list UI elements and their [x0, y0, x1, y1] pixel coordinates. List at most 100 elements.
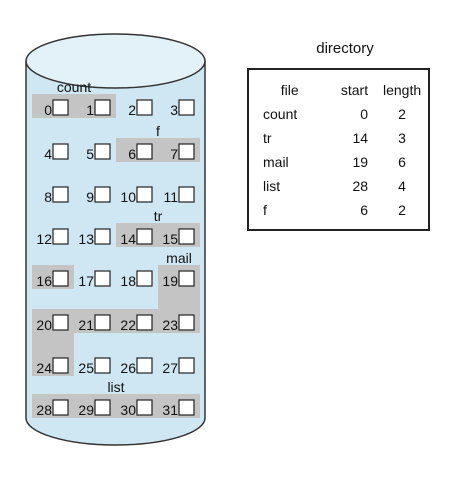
block-number: 28 — [36, 402, 52, 418]
row-length: 2 — [398, 106, 406, 122]
block-number: 3 — [170, 102, 178, 118]
block-number: 18 — [120, 273, 136, 289]
block-box — [94, 399, 111, 416]
block-number: 20 — [36, 317, 52, 333]
block-number: 1 — [86, 102, 94, 118]
block-box — [136, 270, 153, 287]
block-box — [178, 314, 195, 331]
file-labels: count tr mail list f — [57, 79, 192, 395]
block-box — [178, 270, 195, 287]
block-number: 27 — [162, 360, 178, 376]
directory-row: count 0 2 — [253, 102, 428, 126]
allocated-block-shade — [158, 285, 200, 309]
block-number: 21 — [78, 317, 94, 333]
header-start: start — [340, 82, 369, 98]
block-number: 31 — [162, 402, 178, 418]
block-box — [52, 314, 69, 331]
block-box — [94, 228, 111, 245]
block-box — [94, 99, 111, 116]
block-box — [136, 399, 153, 416]
row-file: list — [263, 178, 281, 194]
block-box — [136, 186, 153, 203]
directory-table: file start length count 0 2 tr 14 3 mail… — [253, 78, 428, 222]
block-number: 5 — [86, 146, 94, 162]
block-box — [52, 99, 69, 116]
directory-row: f 6 2 — [253, 198, 428, 222]
block-number: 23 — [162, 317, 178, 333]
block-box — [178, 186, 195, 203]
block-box — [136, 143, 153, 160]
block-number: 17 — [78, 273, 94, 289]
block-number: 26 — [120, 360, 136, 376]
row-length: 4 — [398, 178, 406, 194]
block-box — [94, 186, 111, 203]
row-file: count — [263, 106, 298, 122]
directory-table-box: file start length count 0 2 tr 14 3 mail… — [247, 68, 430, 231]
block-box — [94, 357, 111, 374]
directory-title: directory — [316, 40, 374, 57]
header-length: length — [382, 82, 422, 98]
block-box — [52, 270, 69, 287]
block-box — [178, 399, 195, 416]
block-number: 13 — [78, 231, 94, 247]
directory-row: mail 19 6 — [253, 150, 428, 174]
block-box — [178, 143, 195, 160]
block-number: 9 — [86, 189, 94, 205]
block-number: 29 — [78, 402, 94, 418]
block-number: 0 — [44, 102, 52, 118]
block-box — [94, 143, 111, 160]
row-start: 6 — [360, 202, 369, 218]
cylinder-top — [25, 33, 206, 89]
row-start: 19 — [352, 154, 369, 170]
block-number: 12 — [36, 231, 52, 247]
row-file: tr — [263, 130, 272, 146]
block-number: 7 — [170, 146, 178, 162]
block-box — [94, 314, 111, 331]
file-label: count — [57, 79, 91, 95]
block-box — [52, 399, 69, 416]
block-number: 8 — [44, 189, 52, 205]
block-box — [94, 270, 111, 287]
row-file: f — [263, 202, 267, 218]
block-number: 6 — [128, 146, 136, 162]
block-box — [52, 357, 69, 374]
file-label: tr — [154, 208, 163, 224]
block-box — [52, 143, 69, 160]
block-number: 25 — [78, 360, 94, 376]
block-box — [136, 314, 153, 331]
row-start: 28 — [352, 178, 369, 194]
directory-row: tr 14 3 — [253, 126, 428, 150]
block-number: 22 — [120, 317, 136, 333]
block-box — [136, 357, 153, 374]
row-file: mail — [263, 154, 289, 170]
allocated-block-shade — [32, 329, 74, 352]
file-label: mail — [166, 250, 192, 266]
block-box — [52, 186, 69, 203]
row-start: 14 — [352, 130, 369, 146]
block-number: 24 — [36, 360, 52, 376]
row-start: 0 — [360, 106, 369, 122]
header-file: file — [280, 82, 299, 98]
block-box — [136, 228, 153, 245]
directory-row: list 28 4 — [253, 174, 428, 198]
row-length: 3 — [398, 130, 406, 146]
row-length: 2 — [398, 202, 406, 218]
block-number: 4 — [44, 146, 52, 162]
block-number: 30 — [120, 402, 136, 418]
file-label: list — [107, 379, 124, 395]
row-length: 6 — [398, 154, 406, 170]
block-number: 14 — [120, 231, 136, 247]
block-box — [178, 357, 195, 374]
block-number: 16 — [36, 273, 52, 289]
block-box — [178, 99, 195, 116]
block-number: 10 — [120, 189, 136, 205]
block-box — [178, 228, 195, 245]
block-box — [52, 228, 69, 245]
file-label: f — [156, 123, 160, 139]
block-box — [136, 99, 153, 116]
directory-header-row: file start length — [253, 78, 428, 102]
block-number: 15 — [162, 231, 178, 247]
block-number: 11 — [163, 189, 178, 205]
